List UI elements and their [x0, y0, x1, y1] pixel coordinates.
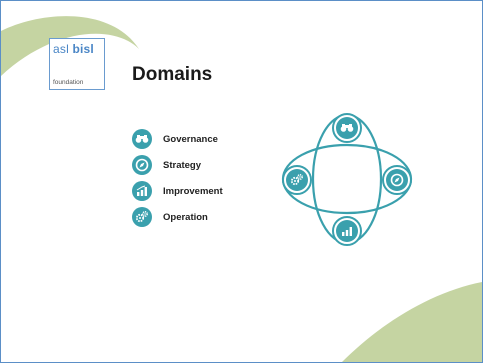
logo-name: asl bisl — [53, 42, 94, 56]
logo: asl bisl foundation — [49, 38, 105, 90]
growth-chart-icon — [342, 227, 352, 236]
legend-item-improvement: Improvement — [132, 178, 223, 204]
node-governance — [332, 113, 362, 143]
binoculars-icon — [132, 129, 152, 149]
growth-chart-icon — [132, 181, 152, 201]
gears-icon — [290, 174, 303, 186]
compass-icon — [132, 155, 152, 175]
legend-label-strategy: Strategy — [163, 159, 202, 171]
node-improvement — [332, 216, 362, 246]
legend-label-operation: Operation — [163, 211, 208, 223]
logo-tagline: foundation — [53, 79, 84, 86]
page-title: Domains — [132, 64, 213, 85]
legend-label-improvement: Improvement — [163, 185, 223, 197]
bottom-arc-decoration — [342, 282, 482, 362]
gears-icon — [132, 207, 152, 227]
corner-swoosh-decoration — [1, 16, 139, 76]
domains-diagram — [281, 113, 413, 246]
binoculars-icon — [340, 124, 354, 132]
legend-item-operation: Operation — [132, 204, 223, 230]
legend-item-governance: Governance — [132, 126, 223, 152]
domain-legend: Governance Strategy Improvement — [132, 126, 223, 230]
legend-item-strategy: Strategy — [132, 152, 223, 178]
node-strategy — [382, 165, 412, 195]
logo-name-bold: bisl — [72, 42, 94, 56]
legend-label-governance: Governance — [163, 133, 218, 145]
logo-name-prefix: asl — [53, 42, 73, 56]
node-operation — [282, 165, 312, 195]
compass-icon — [390, 173, 404, 187]
